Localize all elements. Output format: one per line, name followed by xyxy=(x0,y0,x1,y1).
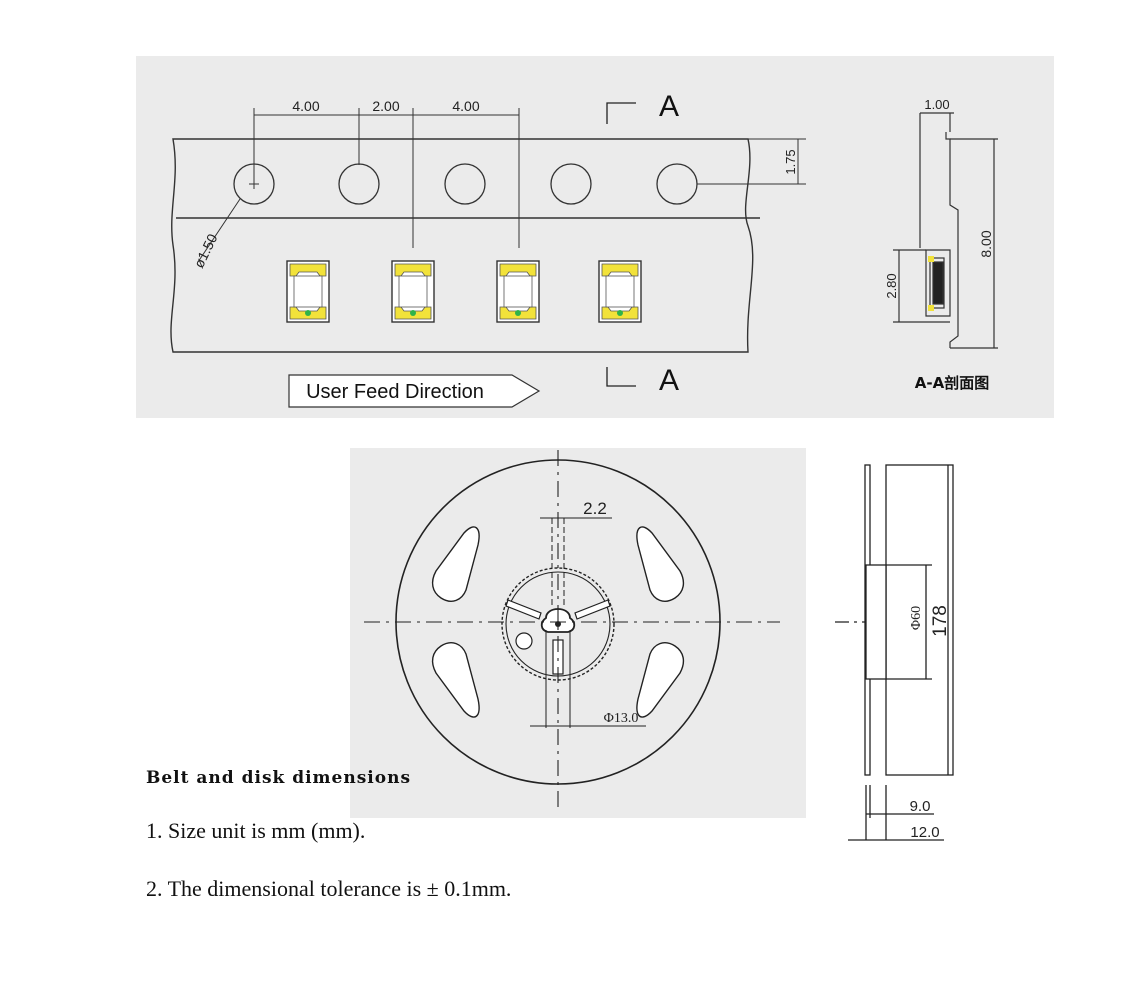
sprocket-hole xyxy=(550,163,592,205)
led-dot xyxy=(515,310,521,316)
section-view xyxy=(893,112,998,349)
led-pocket xyxy=(496,260,540,323)
hub-slots xyxy=(505,599,611,675)
led-dot xyxy=(305,310,311,316)
sprocket-hole xyxy=(338,163,380,205)
section-letter-top: A xyxy=(659,90,679,123)
sprocket-holes xyxy=(233,163,698,205)
feed-direction-arrow xyxy=(288,374,541,408)
led-pocket xyxy=(391,260,435,323)
slot-width-label: 2.2 xyxy=(583,499,607,518)
pitch-label: 4.00 xyxy=(292,98,319,114)
led-dot xyxy=(410,310,416,316)
reel-diameter-label: 178 xyxy=(930,605,951,637)
section-thickness-label: 1.00 xyxy=(924,97,949,112)
notes-title: Belt and disk dimensions xyxy=(146,768,412,788)
hub-pin-hole xyxy=(515,632,533,650)
led-pockets xyxy=(286,260,642,323)
outer-width-label: 12.0 xyxy=(910,824,939,841)
hole-diameter-leader xyxy=(197,198,241,263)
hub-diameter-label: Φ13.0 xyxy=(604,711,639,726)
inner-width-label: 9.0 xyxy=(910,798,931,815)
pitch-label: 4.00 xyxy=(452,98,479,114)
led-dot xyxy=(617,310,623,316)
section-width-label: 8.00 xyxy=(978,230,994,257)
hub-outer-diameter-label: Φ60 xyxy=(909,606,924,630)
led-pocket xyxy=(598,260,642,323)
section-depth-label: 2.80 xyxy=(884,273,899,298)
reel-dimension-lines xyxy=(530,517,646,728)
reel-center-lines xyxy=(364,450,780,808)
pitch-label: 2.00 xyxy=(372,98,399,114)
note-tolerance: 2. The dimensional tolerance is ± 0.1mm. xyxy=(146,876,512,901)
pitch-dimension-lines xyxy=(253,108,520,248)
edge-to-hole-label: 1.75 xyxy=(783,149,798,174)
notes-block: Belt and disk dimensions 1. Size unit is… xyxy=(146,768,511,902)
reel-windows xyxy=(431,526,685,718)
reel-side xyxy=(835,464,954,841)
section-caption: A-A剖面图 xyxy=(915,374,989,392)
sprocket-hole xyxy=(444,163,486,205)
section-marker-lines xyxy=(606,102,636,387)
sprocket-hole xyxy=(656,163,698,205)
section-letter-bottom: A xyxy=(659,364,679,397)
feed-direction-label: User Feed Direction xyxy=(306,381,484,403)
note-size-unit: 1. Size unit is mm (mm). xyxy=(146,818,366,843)
edge-hole-dimension xyxy=(697,138,806,185)
led-pocket xyxy=(286,260,330,323)
